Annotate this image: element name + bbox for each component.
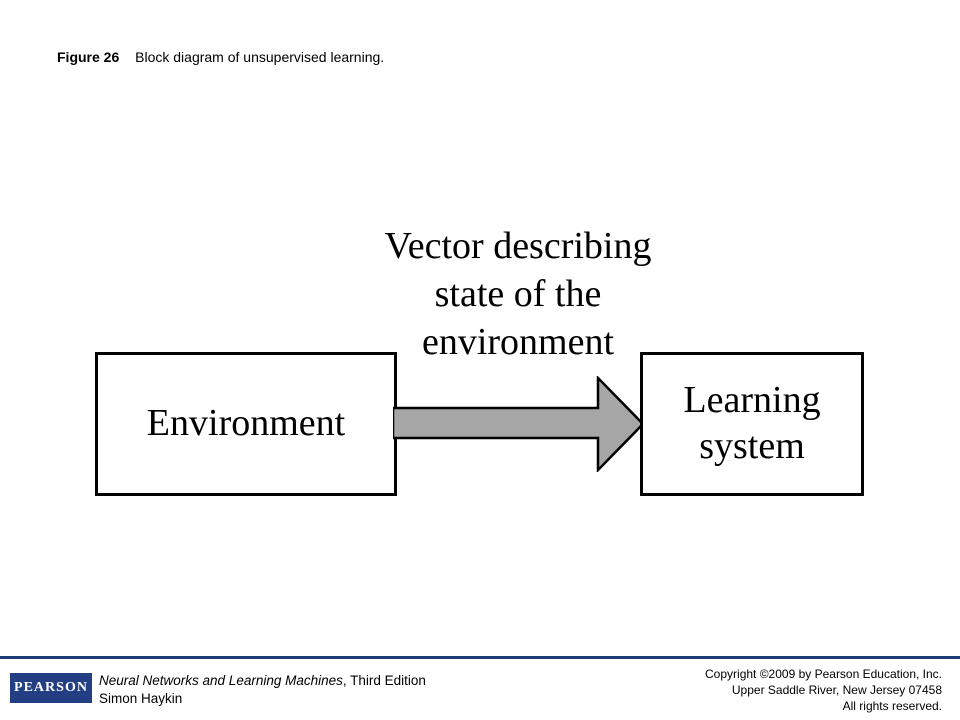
environment-label: Environment <box>146 402 346 445</box>
pearson-logo-text: PEARSON <box>14 680 88 695</box>
copyright-line-1: Copyright ©2009 by Pearson Education, In… <box>705 667 942 681</box>
figure-number: Figure 26 <box>57 49 120 65</box>
copyright-line-2: Upper Saddle River, New Jersey 07458 <box>731 683 942 697</box>
figure-caption-text: Block diagram of unsupervised learning. <box>135 49 385 65</box>
copyright-notice: Copyright ©2009 by Pearson Education, In… <box>705 666 942 714</box>
book-title: Neural Networks and Learning Machines <box>99 673 343 688</box>
copyright-line-3: All rights reserved. <box>842 699 942 713</box>
environment-box: Environment <box>95 352 397 496</box>
arrow-label: Vector describing state of the environme… <box>384 225 652 363</box>
pearson-logo: PEARSON <box>10 673 92 703</box>
flow-arrow-shape <box>393 376 645 472</box>
footer-divider <box>0 656 960 659</box>
book-info: Neural Networks and Learning Machines, T… <box>99 672 426 708</box>
learning-system-label: Learning system <box>683 379 821 467</box>
learning-system-box: Learning system <box>640 352 864 496</box>
book-edition: , Third Edition <box>342 673 426 688</box>
figure-caption: Figure 26 Block diagram of unsupervised … <box>57 49 384 65</box>
flow-arrow <box>393 376 645 472</box>
book-author: Simon Haykin <box>99 691 183 706</box>
